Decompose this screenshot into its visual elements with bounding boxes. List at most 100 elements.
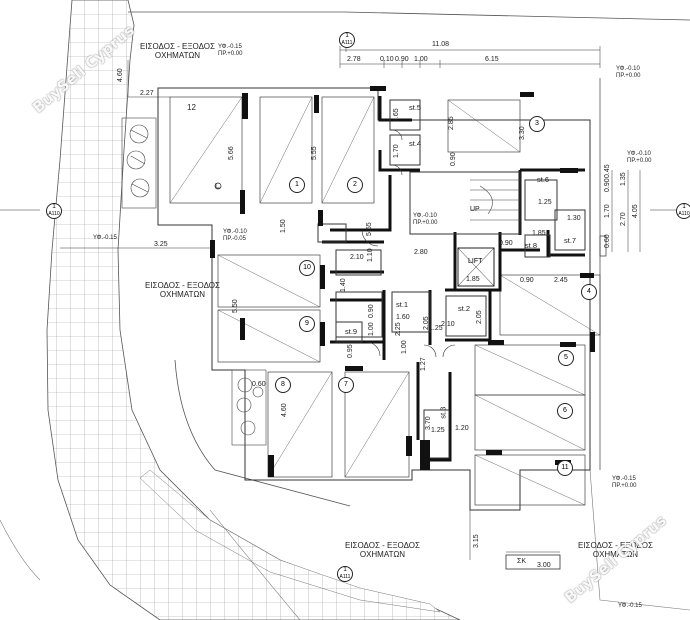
- core-walls: [322, 96, 585, 462]
- section-marker-ref: A110: [678, 211, 690, 217]
- parking-right: [474, 274, 601, 506]
- dim-315: 3.15: [473, 534, 480, 548]
- level-line: ΥΦ.-0.10: [616, 66, 640, 72]
- dim-top-seg: 0.10: [380, 56, 394, 63]
- parking-number: 8: [275, 377, 291, 393]
- dim-210: 2.10: [350, 254, 364, 261]
- entrance-line2: ΟΧΗΜΑΤΩΝ: [359, 550, 406, 560]
- storage-label: st.7: [564, 236, 577, 245]
- dim-460: 4.60: [117, 68, 124, 82]
- dim-225: 2.25: [395, 322, 402, 336]
- vehicle-entrance-mid: ΕΙΣΟΔΟΣ - ΕΞΟΔΟΣ ΟΧΗΜΑΤΩΝ: [145, 281, 220, 299]
- lift-label: LIFT: [468, 258, 483, 265]
- dim-185: 1.85: [466, 276, 480, 283]
- dim-top-seg: 6.15: [485, 56, 499, 63]
- dim-095: 0.95: [347, 344, 354, 358]
- entrance-line2: ΟΧΗΜΑΤΩΝ: [159, 290, 206, 300]
- section-marker-number: 1: [52, 204, 56, 210]
- level-line: ΥΦ.-0.15: [612, 476, 636, 482]
- dimension-lines: [0, 38, 690, 560]
- dim-090e: 0.90: [604, 178, 611, 192]
- parking-mid: [217, 254, 410, 478]
- stair-up-label: UP: [470, 206, 480, 213]
- dim-120: 1.20: [455, 425, 469, 432]
- level-line: ΥΦ.-0.10: [627, 151, 651, 157]
- level-left-edge: ΥΦ.-0.15: [93, 235, 117, 241]
- vehicle-entrance-top: ΕΙΣΟΔΟΣ - ΕΞΟΔΟΣ ΟΧΗΜΑΤΩΝ: [140, 42, 215, 60]
- entrance-line1: ΕΙΣΟΔΟΣ - ΕΞΟΔΟΣ: [578, 541, 653, 550]
- level-line: ΠΡ.+0.00: [627, 158, 652, 165]
- entrance-line2: ΟΧΗΜΑΤΩΝ: [592, 550, 639, 560]
- dim-205b: 2.05: [476, 310, 483, 324]
- dim-140: 1.40: [340, 278, 347, 292]
- dim-090c: 0.90: [499, 240, 513, 247]
- road-edge-right: [589, 469, 690, 611]
- entrance-line1: ΕΙΣΟΔΟΣ - ΕΞΟΔΟΣ: [145, 281, 220, 290]
- level-bottom-right: ΥΦ.-0.15 ΠΡ.+0.00: [612, 476, 636, 490]
- parking-number: 1: [289, 177, 305, 193]
- section-marker-right: 1 A110: [676, 203, 690, 219]
- parking-number: 5: [558, 350, 574, 366]
- dim-325: 3.25: [154, 241, 168, 248]
- staircase: [470, 179, 520, 221]
- parking-number: 7: [338, 377, 354, 393]
- level-line: ΥΦ.-0.15: [218, 44, 242, 50]
- dim-405: 4.05: [632, 204, 639, 218]
- storage-label: st.4: [409, 139, 422, 148]
- storage-label: st.8: [525, 241, 538, 250]
- dim-227: 2.27: [140, 90, 154, 97]
- entrance-line1: ΕΙΣΟΔΟΣ - ΕΞΟΔΟΣ: [140, 42, 215, 51]
- dim-135: 1.35: [620, 172, 627, 186]
- level-top-right: ΥΦ.-0.10 ΠΡ.+0.00: [616, 66, 640, 80]
- level-mid-left: ΥΦ.-0.10 ΠΡ.-0.05: [223, 229, 247, 243]
- dim-185b: 1.85: [532, 230, 546, 237]
- dim-165: 1.65: [393, 108, 400, 122]
- entrance-line1: ΕΙΣΟΔΟΣ - ΕΞΟΔΟΣ: [345, 541, 420, 550]
- sk-box: [505, 554, 561, 570]
- section-marker-number: 1: [345, 33, 349, 39]
- dim-170: 1.70: [393, 144, 400, 158]
- site-curve-inner: [174, 359, 351, 507]
- dim-160: 1.60: [396, 314, 410, 321]
- dim-460b: 4.60: [281, 403, 288, 417]
- section-marker-top: 1 A111: [339, 32, 355, 48]
- dim-045: 0.45: [604, 164, 611, 178]
- parking-number: 12: [187, 103, 196, 112]
- level-line: ΥΦ.-0.10: [413, 213, 437, 219]
- dim-555b: 5.55: [366, 222, 373, 236]
- dim-270: 2.70: [620, 212, 627, 226]
- lift-shaft: [457, 247, 495, 287]
- dim-100: 1.00: [368, 322, 375, 336]
- dim-280: 2.80: [414, 249, 428, 256]
- parking-number: 10: [299, 260, 315, 276]
- site-curve: [209, 509, 301, 620]
- dim-100b: 1.00: [401, 340, 408, 354]
- building-outline: [157, 87, 591, 511]
- parking-number: 2: [347, 177, 363, 193]
- storage-label: st.9: [345, 327, 358, 336]
- interior-walls: [317, 99, 586, 459]
- level-line: ΠΡ.-0.05: [223, 236, 246, 243]
- dim-210b: 2.10: [441, 321, 455, 328]
- paved-strip: [139, 469, 441, 613]
- vehicle-entrance-bottom: ΕΙΣΟΔΟΣ - ΕΞΟΔΟΣ ΟΧΗΜΑΤΩΝ: [345, 541, 420, 559]
- level-right: ΥΦ.-0.10 ΠΡ.+0.00: [627, 151, 651, 165]
- dim-285: 2.85: [448, 116, 455, 130]
- parking-number: 3: [529, 116, 545, 132]
- storage-label: st.6: [537, 175, 550, 184]
- entrance-line2: ΟΧΗΜΑΤΩΝ: [154, 51, 201, 61]
- sk-label: ΣΚ: [517, 558, 526, 565]
- site-boundary: [128, 11, 690, 21]
- dim-300: 3.00: [537, 562, 551, 569]
- dim-overall-top: 11.08: [432, 41, 449, 48]
- section-marker-ref: A111: [339, 574, 351, 580]
- dim-330: 3.30: [519, 126, 526, 140]
- dim-150: 1.50: [280, 219, 287, 233]
- vehicle-entrance-bottom-right: ΕΙΣΟΔΟΣ - ΕΞΟΔΟΣ ΟΧΗΜΑΤΩΝ: [578, 541, 653, 559]
- level-line: ΠΡ.+0.00: [612, 483, 637, 490]
- dim-127: 1.27: [420, 357, 427, 371]
- dim-090d: 0.90: [520, 277, 534, 284]
- planter-top: [121, 117, 157, 209]
- dim-566: 5.66: [228, 146, 235, 160]
